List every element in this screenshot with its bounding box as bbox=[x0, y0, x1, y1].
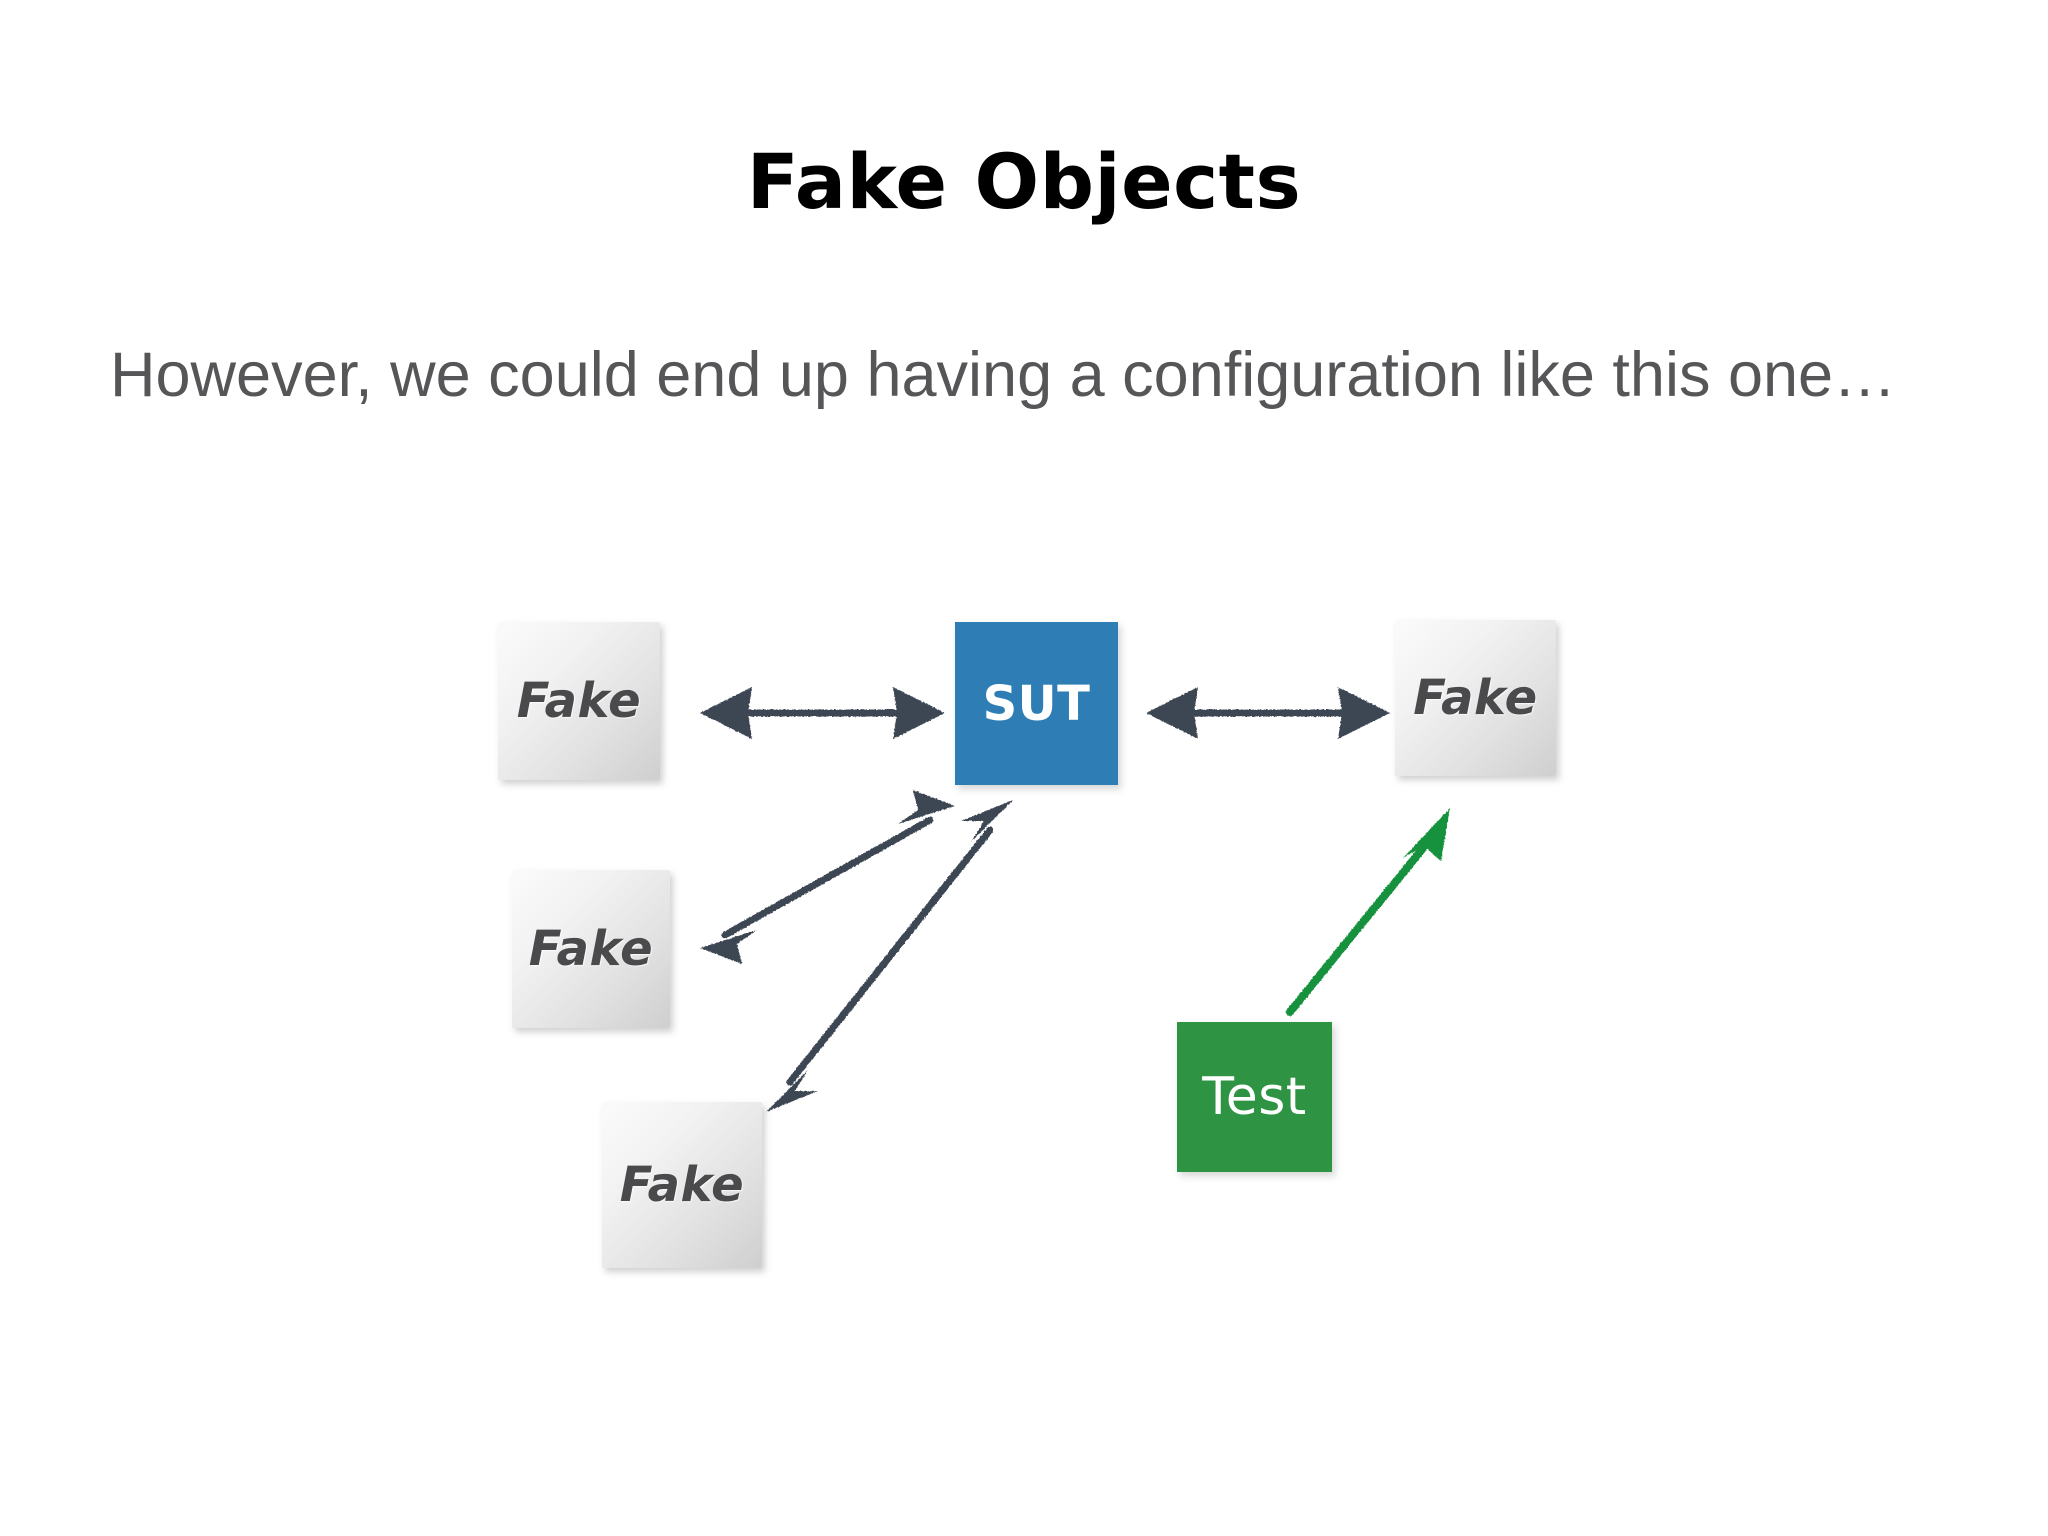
node-test[interactable]: Test bbox=[1177, 1022, 1332, 1172]
node-fake-bottom[interactable]: Fake bbox=[602, 1102, 762, 1268]
node-fake-right[interactable]: Fake bbox=[1395, 620, 1556, 776]
node-fake-middle[interactable]: Fake bbox=[512, 870, 670, 1028]
arrow-sut-fake-bottom bbox=[766, 800, 1013, 1112]
node-label: Fake bbox=[1413, 670, 1538, 726]
arrow-sut-fake-right bbox=[1146, 687, 1390, 739]
arrow-sut-fake-left bbox=[700, 687, 945, 739]
node-fake-left[interactable]: Fake bbox=[498, 622, 660, 780]
node-label: Fake bbox=[528, 921, 654, 977]
node-label: Fake bbox=[516, 673, 642, 729]
node-label: Test bbox=[1202, 1067, 1307, 1127]
body-paragraph: However, we could end up having a config… bbox=[110, 340, 1897, 410]
node-label: Fake bbox=[619, 1157, 745, 1213]
arrow-sut-fake-mid bbox=[700, 790, 955, 964]
node-label: SUT bbox=[982, 675, 1091, 732]
page-title: Fake Objects bbox=[746, 137, 1302, 226]
arrow-test-fake-right bbox=[1286, 808, 1450, 1016]
node-sut[interactable]: SUT bbox=[955, 622, 1118, 785]
